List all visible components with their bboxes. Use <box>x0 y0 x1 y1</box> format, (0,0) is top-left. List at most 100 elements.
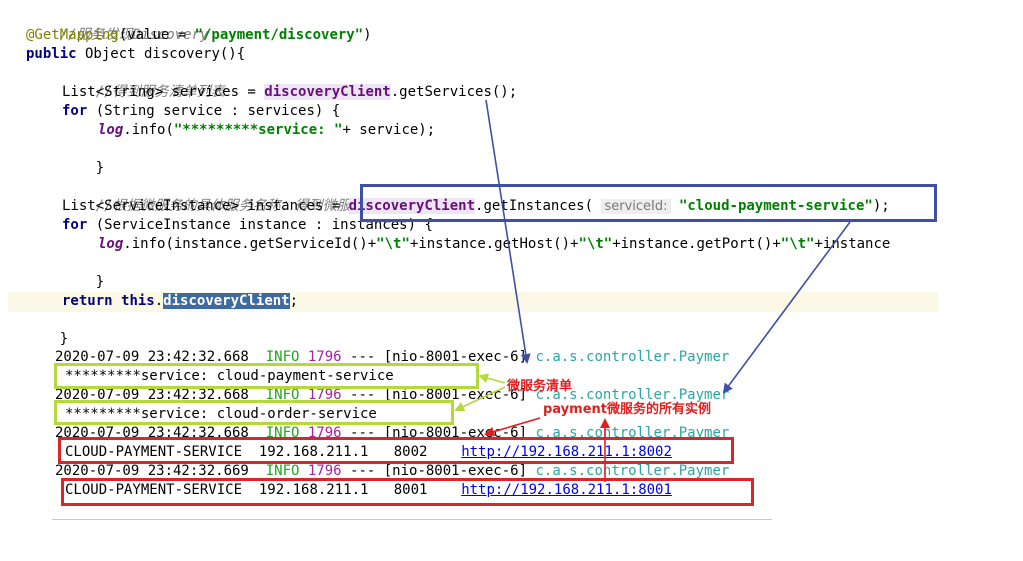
code-text: List<ServiceInstance> instances = <box>62 198 349 214</box>
red-highlight-box <box>61 478 754 506</box>
log-line: 2020-07-09 23:42:32.669 INFO 1796 --- [n… <box>55 462 729 481</box>
code-line-comment-list: //得到服务清单列表 <box>62 64 225 100</box>
code-text: ; <box>289 293 299 309</box>
parameter-hint: serviceId: <box>601 199 671 214</box>
blue-highlight-box <box>360 184 937 222</box>
green-highlight-box <box>54 363 479 389</box>
arrow-blue-services <box>485 99 531 364</box>
log-logger: c.a.s.controller.Paymer <box>535 349 730 365</box>
log-thread: --- [nio-8001-exec-6] <box>341 349 536 365</box>
code-brace: { <box>424 217 433 233</box>
log-logger: c.a.s.controller.Paymer <box>535 463 730 479</box>
instance-service-id: CLOUD-PAYMENT-SERVICE <box>65 444 243 460</box>
code-string: "cloud-payment-service" <box>678 198 873 214</box>
code-line-for-services: for (String service : services) { <box>62 102 340 121</box>
code-line-log-instance: log.info(instance.getServiceId()+"\t"+in… <box>98 235 890 254</box>
code-editor[interactable]: //服务发现Discovery @GetMapping(value = "/pa… <box>0 0 940 347</box>
instance-line: CLOUD-PAYMENT-SERVICE 192.168.211.1 8002… <box>65 443 672 462</box>
code-text: (ServiceInstance instance : instances) <box>87 217 425 233</box>
instance-service-id: CLOUD-PAYMENT-SERVICE <box>65 482 243 498</box>
log-line: 2020-07-09 23:42:32.668 INFO 1796 --- [n… <box>55 386 729 405</box>
code-annotation: @GetMapping <box>26 27 119 43</box>
arrow-blue-instances <box>722 221 851 394</box>
code-brace: } <box>95 274 105 290</box>
code-line-instances-decl: List<ServiceInstance> instances = discov… <box>62 197 890 216</box>
arrow-green-2 <box>454 386 506 412</box>
code-keyword: this <box>121 293 155 309</box>
code-keyword: public <box>26 46 77 62</box>
code-line-annotation: @GetMapping(value = "/payment/discovery"… <box>26 26 372 45</box>
service-list-label: 微服务清单 <box>507 379 573 394</box>
log-level: INFO <box>265 387 300 403</box>
log-level: INFO <box>265 349 300 365</box>
instance-line: CLOUD-PAYMENT-SERVICE 192.168.211.1 8001… <box>65 481 672 500</box>
code-text: . <box>154 293 164 309</box>
service-line: *********service: cloud-order-service <box>65 406 377 422</box>
code-field-discovery-client-selected: discoveryClient <box>163 293 290 309</box>
log-pid: 1796 <box>307 349 342 365</box>
red-highlight-box <box>58 437 734 464</box>
code-line-class-close: } <box>26 311 68 347</box>
code-field-discovery-client: discoveryClient <box>348 198 476 214</box>
instance-uri-link[interactable]: http://192.168.211.1:8002 <box>461 444 672 460</box>
log-line: 2020-07-09 23:42:32.668 INFO 1796 --- [n… <box>55 348 729 367</box>
code-string: "\t" <box>780 236 815 252</box>
code-text: .getInstances( <box>475 198 602 214</box>
green-highlight-box <box>54 400 454 425</box>
log-thread: --- [nio-8001-exec-6] <box>341 387 536 403</box>
log-pid: 1796 <box>307 387 342 403</box>
log-level: INFO <box>265 463 300 479</box>
log-logger: c.a.s.controller.Paymer <box>535 387 730 403</box>
code-comment: //服务发现Discovery <box>59 27 209 43</box>
code-line-close-for-2: } <box>62 254 104 290</box>
code-keyword: return <box>62 293 113 309</box>
service-line: *********service: cloud-payment-service <box>65 368 394 384</box>
code-text: .getServices(); <box>390 84 518 100</box>
code-keyword: for <box>62 103 88 119</box>
code-string: "*********service: " <box>173 122 343 138</box>
code-text: .info( <box>123 122 174 138</box>
code-line-method-signature: public Object discovery(){ <box>26 45 245 64</box>
arrow-green-1 <box>478 373 506 384</box>
log-timestamp: 2020-07-09 23:42:32.668 <box>55 387 266 403</box>
code-comment: //根据微服务的具体服务名称：得到微服务实例 <box>95 198 393 214</box>
code-line-comment-discovery: //服务发现Discovery <box>26 7 209 43</box>
code-text: ) <box>363 27 372 43</box>
instance-port: 8001 <box>393 482 428 498</box>
code-line-return: return this.discoveryClient; <box>62 292 298 311</box>
code-text: (String service : services) <box>87 103 332 119</box>
instance-host: 192.168.211.1 <box>258 482 369 498</box>
code-string: "\t" <box>376 236 410 252</box>
code-line-for-instances: for (ServiceInstance instance : instance… <box>62 216 433 235</box>
console-separator <box>52 519 772 520</box>
code-keyword: for <box>62 217 88 233</box>
code-brace: } <box>95 160 105 176</box>
code-brace: { <box>331 103 341 119</box>
instance-uri-link[interactable]: http://192.168.211.1:8001 <box>461 482 672 498</box>
code-brace: } <box>59 331 69 347</box>
code-text: +instance <box>814 236 891 252</box>
log-pid: 1796 <box>307 463 342 479</box>
code-text: +instance.getHost()+ <box>409 236 579 252</box>
log-timestamp: 2020-07-09 23:42:32.668 <box>55 349 266 365</box>
arrow-red-1 <box>484 417 541 437</box>
code-field-discovery-client: discoveryClient <box>264 84 391 100</box>
instance-host: 192.168.211.1 <box>258 444 369 460</box>
code-text: Object discovery() <box>76 46 237 62</box>
code-text: (value = <box>118 27 195 43</box>
code-log-field: log <box>98 236 124 252</box>
code-text: List<String> services = <box>62 84 265 100</box>
log-timestamp: 2020-07-09 23:42:32.669 <box>55 463 266 479</box>
code-text: ); <box>872 198 890 214</box>
code-line-log-service: log.info("*********service: "+ service); <box>98 121 435 140</box>
code-string: "/payment/discovery" <box>194 27 364 43</box>
code-log-field: log <box>98 122 124 138</box>
instance-port: 8002 <box>393 444 428 460</box>
code-string: "\t" <box>578 236 613 252</box>
code-line-services-decl: List<String> services = discoveryClient.… <box>62 83 517 102</box>
log-thread: --- [nio-8001-exec-6] <box>341 463 536 479</box>
code-line-close-for: } <box>62 140 104 176</box>
code-line-comment-instances: //根据微服务的具体服务名称：得到微服务实例 <box>62 178 393 214</box>
payment-instances-label: payment微服务的所有实例 <box>543 402 711 417</box>
